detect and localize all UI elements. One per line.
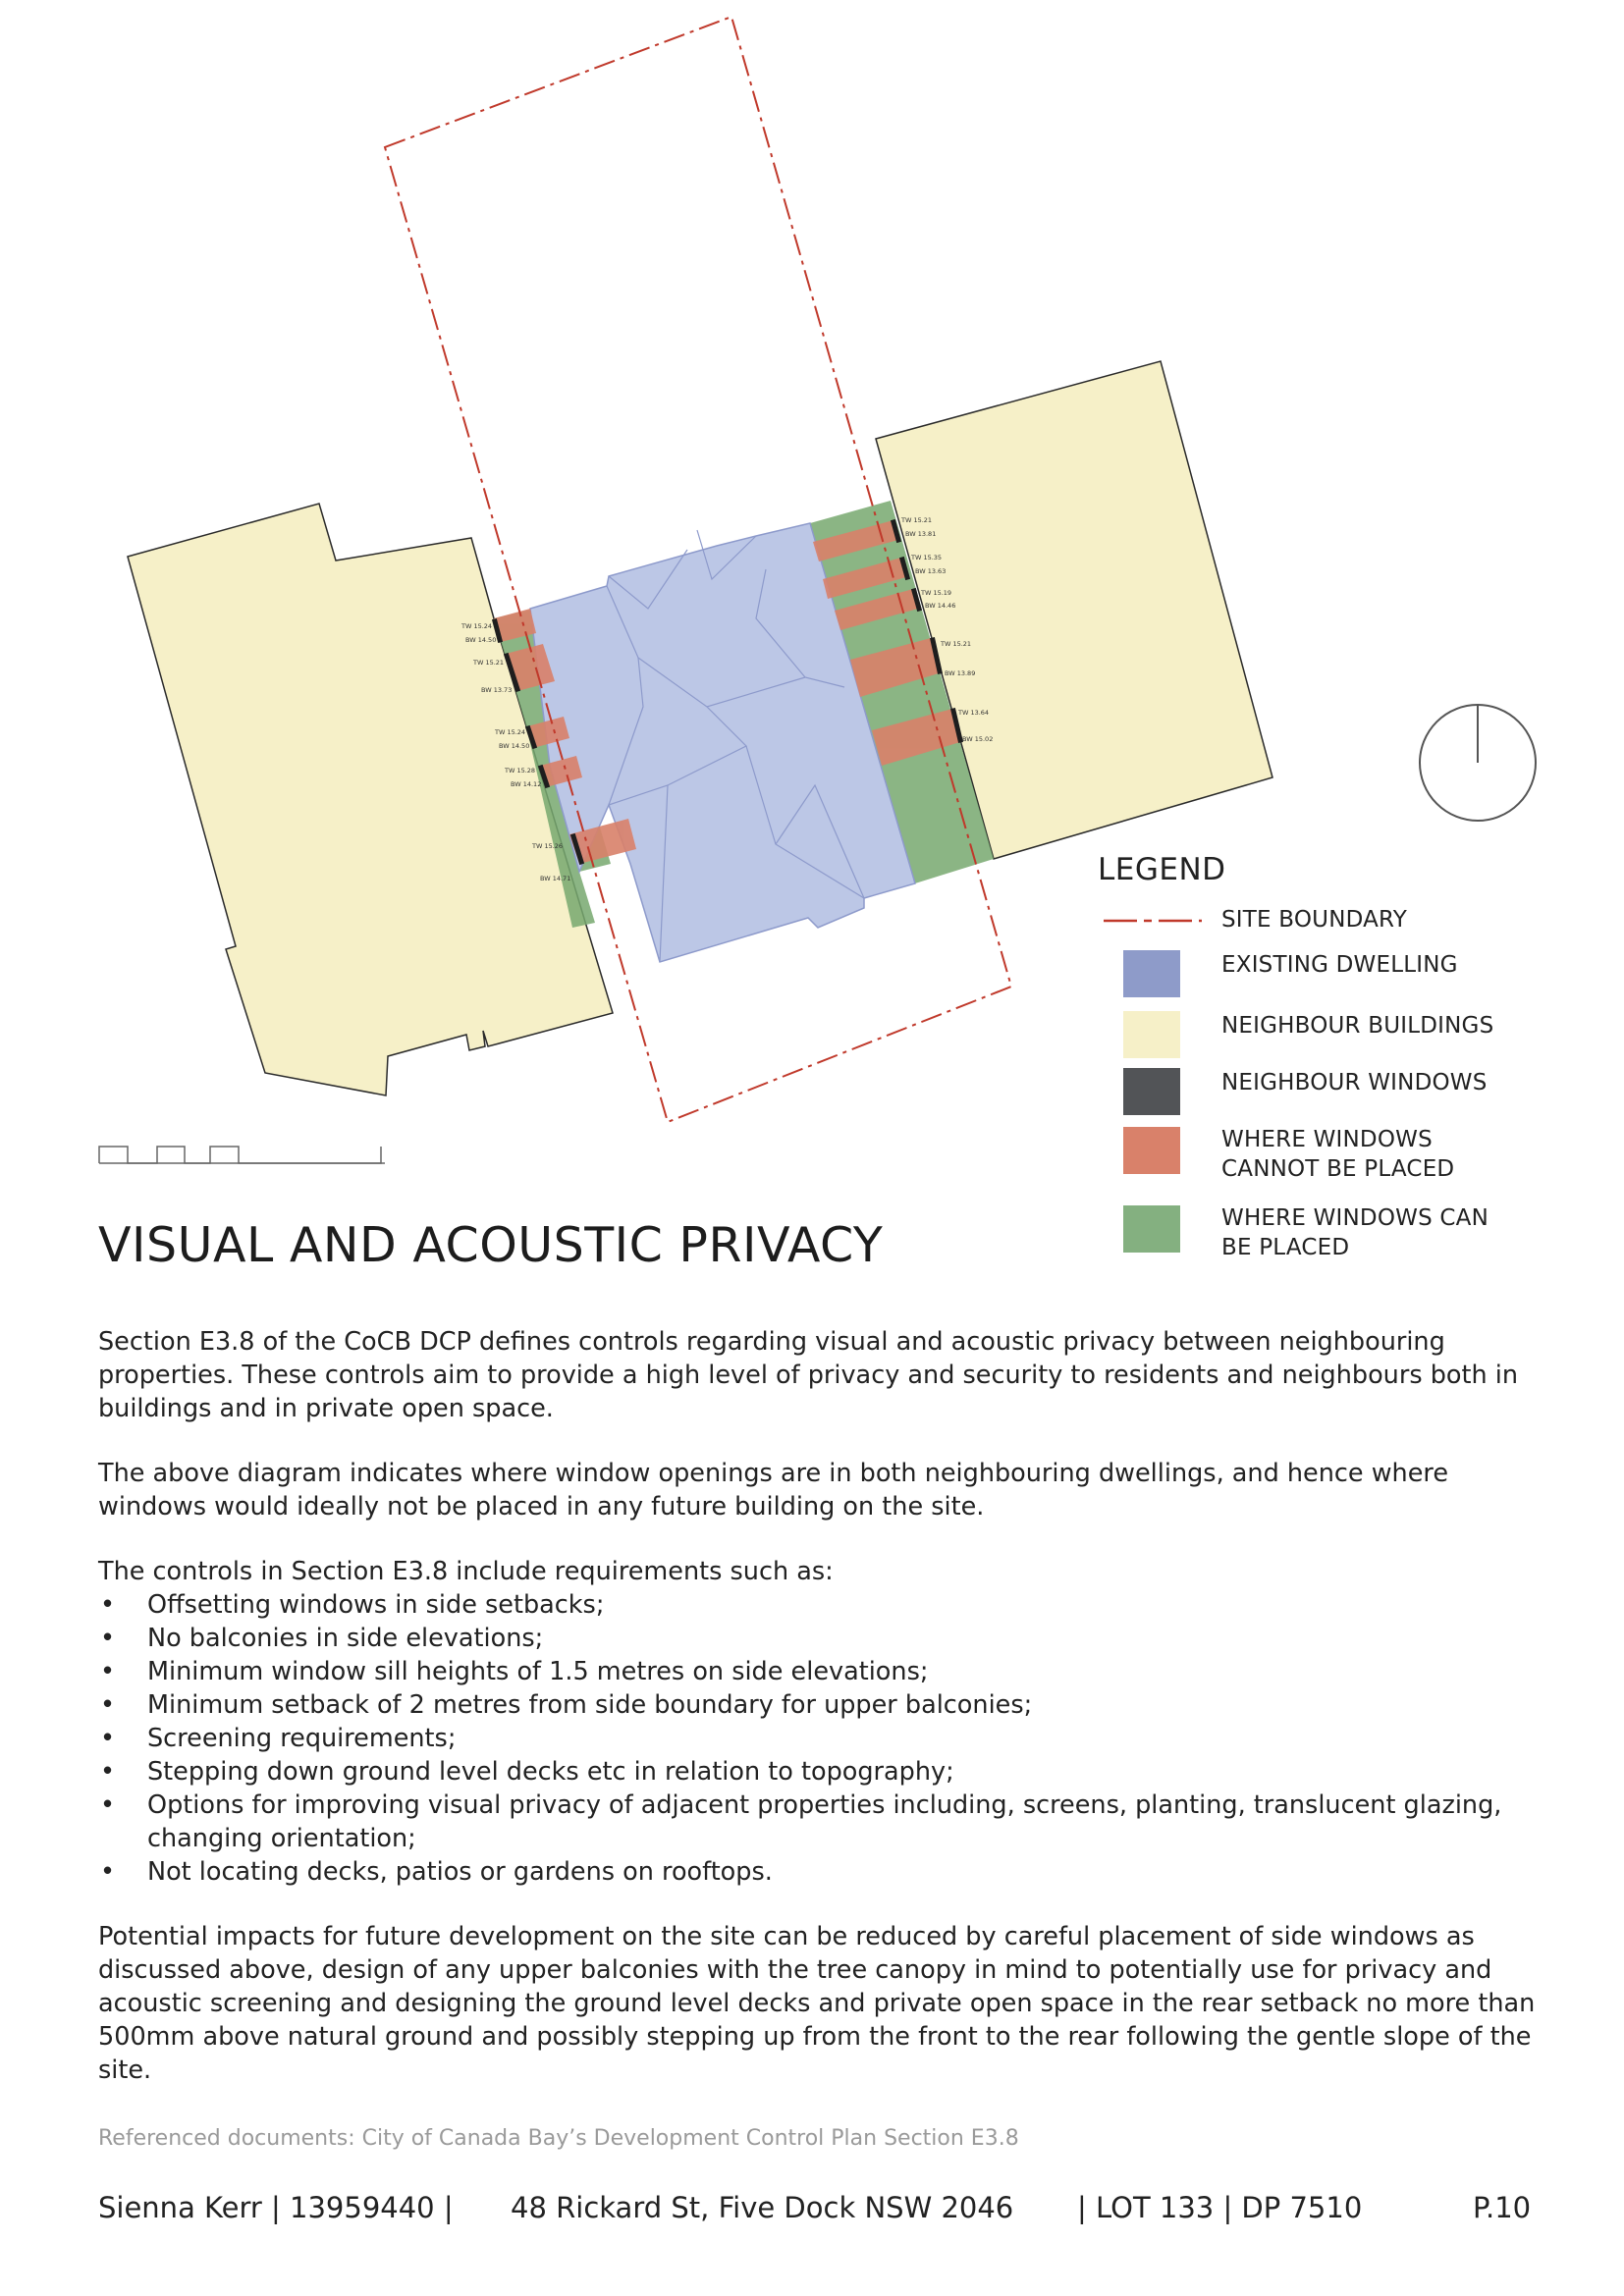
window-level-label: TW 15.26 xyxy=(531,842,563,850)
footer-address: 48 Rickard St, Five Dock NSW 2046 xyxy=(511,2191,1014,2224)
list-item: Stepping down ground level decks etc in … xyxy=(98,1755,1551,1789)
legend-label: NEIGHBOUR WINDOWS xyxy=(1221,1070,1488,1095)
site-plan-diagram: TW 15.24 BW 14.50 TW 15.21 BW 13.73 TW 1… xyxy=(98,15,1537,1164)
neighbour-buildings-swatch xyxy=(1123,1011,1180,1058)
window-level-label: BW 13.81 xyxy=(905,530,936,538)
window-level-label: TW 15.21 xyxy=(900,516,932,524)
window-level-label: BW 14.12 xyxy=(511,780,541,788)
window-level-label: BW 14.71 xyxy=(540,875,570,882)
paragraph-controls-intro: The controls in Section E3.8 include req… xyxy=(98,1557,834,1586)
window-level-label: BW 13.73 xyxy=(481,686,512,694)
neighbour-windows-swatch xyxy=(1123,1068,1180,1115)
legend-title: LEGEND xyxy=(1098,852,1226,887)
footer-author: Sienna Kerr | 13959440 | xyxy=(98,2191,454,2224)
windows-cannot-swatch xyxy=(1123,1127,1180,1174)
window-level-label: TW 15.35 xyxy=(910,554,942,561)
list-item: No balconies in side elevations; xyxy=(98,1622,1551,1655)
legend-label: EXISTING DWELLING xyxy=(1221,952,1458,978)
window-level-label: TW 13.64 xyxy=(957,709,989,717)
list-item: Screening requirements; xyxy=(98,1722,1551,1755)
scale-bar-icon xyxy=(98,1146,385,1164)
legend-label: NEIGHBOUR BUILDINGS xyxy=(1221,1013,1494,1039)
body-text: Section E3.8 of the CoCB DCP defines con… xyxy=(98,1325,1551,2118)
page-footer: Sienna Kerr | 13959440 | 48 Rickard St, … xyxy=(98,2191,1571,2230)
window-level-label: BW 14.50 xyxy=(465,636,496,644)
window-level-label: BW 15.02 xyxy=(962,735,993,743)
legend-label: SITE BOUNDARY xyxy=(1221,907,1407,933)
left-cannot-place-zones xyxy=(494,609,636,864)
list-item: Options for improving visual privacy of … xyxy=(98,1789,1551,1855)
window-level-label: BW 14.46 xyxy=(925,602,955,610)
paragraph-diagram: The above diagram indicates where window… xyxy=(98,1459,1449,1522)
window-level-label: TW 15.19 xyxy=(920,589,951,597)
footer-page-number: P.10 xyxy=(1473,2191,1532,2224)
paragraph-intro: Section E3.8 of the CoCB DCP defines con… xyxy=(98,1327,1519,1423)
footer-lot: | LOT 133 | DP 7510 xyxy=(1077,2191,1363,2224)
window-level-label: BW 14.50 xyxy=(499,742,529,750)
controls-list: Offsetting windows in side setbacks; No … xyxy=(98,1588,1551,1889)
window-level-label: TW 15.28 xyxy=(504,767,535,774)
referenced-documents: Referenced documents: City of Canada Bay… xyxy=(98,2126,1019,2151)
left-window-labels: TW 15.24 BW 14.50 TW 15.21 BW 13.73 TW 1… xyxy=(460,622,570,882)
window-level-label: TW 15.24 xyxy=(494,728,525,736)
legend-label: WHERE WINDOWS CAN BE PLACED xyxy=(1221,1205,1489,1260)
list-item: Not locating decks, patios or gardens on… xyxy=(98,1855,1551,1889)
paragraph-impacts: Potential impacts for future development… xyxy=(98,1922,1536,2085)
right-window-labels: TW 15.21 BW 13.81 TW 15.35 BW 13.63 TW 1… xyxy=(900,516,993,743)
window-level-label: BW 13.63 xyxy=(915,567,946,575)
window-level-label: TW 15.21 xyxy=(940,640,971,648)
right-can-place-zone xyxy=(810,501,994,883)
existing-dwelling xyxy=(529,522,916,963)
north-arrow-icon xyxy=(1419,704,1537,822)
existing-dwelling-swatch xyxy=(1123,950,1180,997)
list-item: Minimum window sill heights of 1.5 metre… xyxy=(98,1655,1551,1688)
site-boundary-swatch xyxy=(1104,919,1202,923)
page-heading: VISUAL AND ACOUSTIC PRIVACY xyxy=(98,1217,884,1273)
list-item: Offsetting windows in side setbacks; xyxy=(98,1588,1551,1622)
window-level-label: BW 13.89 xyxy=(945,669,975,677)
windows-can-swatch xyxy=(1123,1205,1180,1253)
right-cannot-place-zones xyxy=(813,520,960,766)
list-item: Minimum setback of 2 metres from side bo… xyxy=(98,1688,1551,1722)
left-neighbour-building xyxy=(127,503,614,1096)
window-level-label: TW 15.21 xyxy=(472,659,504,667)
neighbour-windows xyxy=(491,518,964,866)
window-level-label: TW 15.24 xyxy=(460,622,492,630)
legend-label: WHERE WINDOWS CANNOT BE PLACED xyxy=(1221,1127,1455,1182)
